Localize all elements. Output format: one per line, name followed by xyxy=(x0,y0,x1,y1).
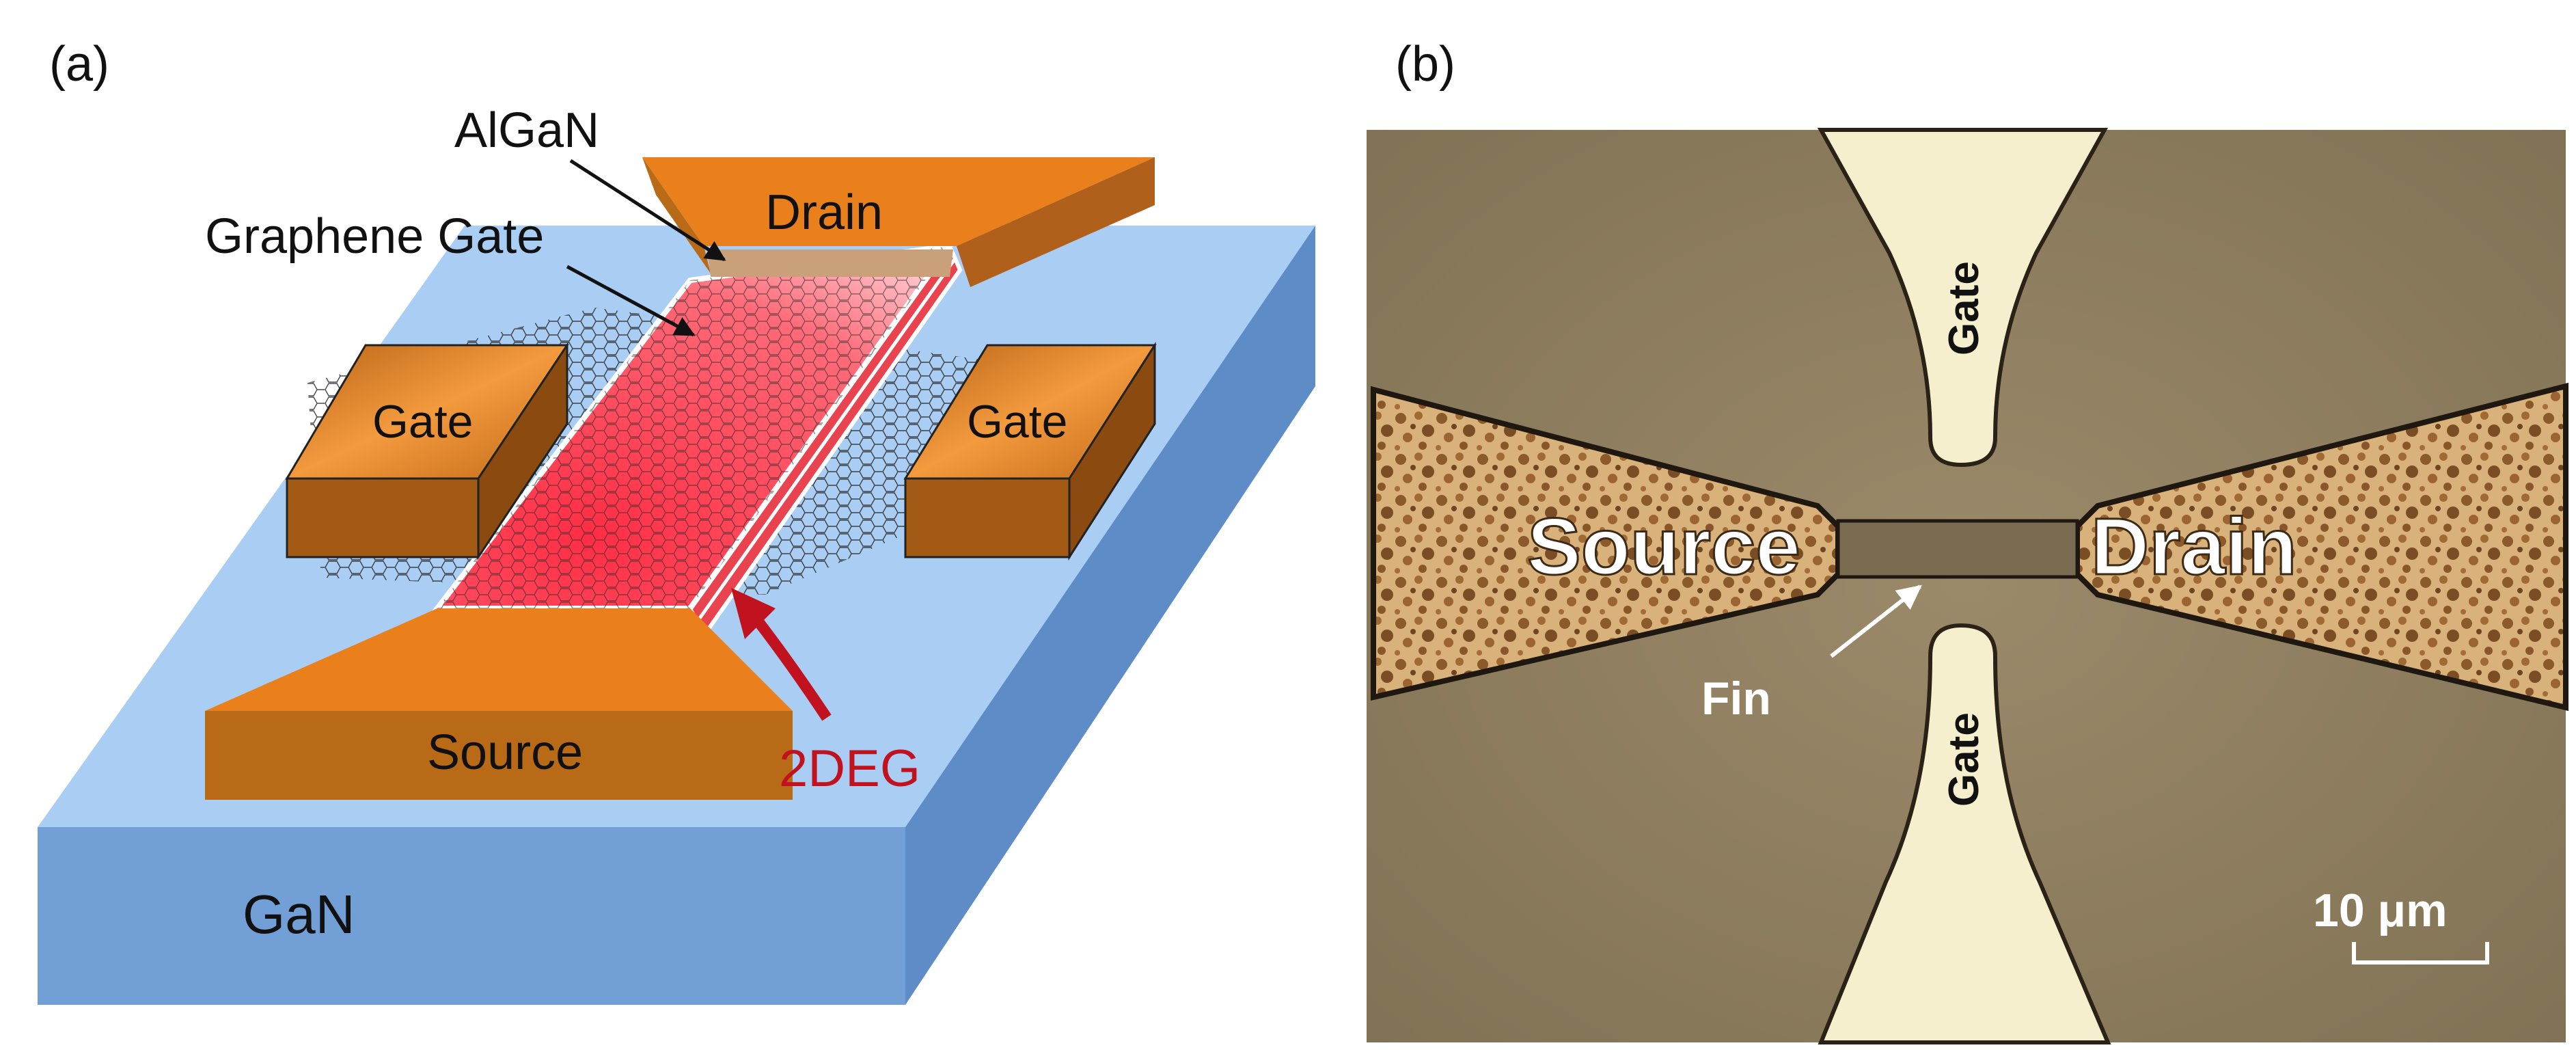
drain-front xyxy=(642,157,711,273)
drain-right-side xyxy=(957,157,1155,287)
algan-label: AlGaN xyxy=(454,103,599,158)
panel-b-label: (b) xyxy=(1395,37,1455,92)
drain-contact-a xyxy=(642,157,1155,287)
gate-left-label-a: Gate xyxy=(372,396,473,448)
gate-bottom-electrode xyxy=(1818,623,2111,1044)
substrate-front xyxy=(38,827,905,1005)
gate-right-block xyxy=(903,341,1157,561)
gan-label: GaN xyxy=(243,884,355,945)
gate-bottom-label: Gate xyxy=(1941,712,1988,807)
gate-top-label: Gate xyxy=(1941,261,1988,355)
twodeg-arrowhead xyxy=(731,588,776,639)
drain-label-b: Drain xyxy=(2091,502,2297,592)
twodeg-label: 2DEG xyxy=(779,740,920,798)
source-label-a: Source xyxy=(427,725,583,780)
source-contact-a xyxy=(205,608,793,800)
scale-bar-label: 10 μm xyxy=(2313,885,2448,936)
gate-left-block xyxy=(285,342,569,561)
fin-channel xyxy=(1836,519,2079,579)
fin-label: Fin xyxy=(1701,673,1771,725)
gate-left-side xyxy=(477,342,568,561)
source-top xyxy=(205,608,793,711)
gate-right-side xyxy=(1068,341,1156,561)
algan-pointer xyxy=(569,159,726,262)
drain-label-a: Drain xyxy=(765,185,883,240)
scale-bar xyxy=(2352,942,2489,965)
panel-b: (b) Gate Gate Source Drain Fin 10 μm xyxy=(1367,37,2568,1044)
gate-right-front xyxy=(904,477,1071,558)
source-front xyxy=(205,711,793,800)
algan-strip xyxy=(707,249,953,277)
gate-right-label-a: Gate xyxy=(967,396,1067,448)
twodeg-layer-line xyxy=(695,257,957,623)
channel-fin xyxy=(431,241,963,640)
fin-graphene-overlay xyxy=(437,246,950,608)
graphene-gate-label: Graphene Gate xyxy=(205,209,544,264)
panel-a-label: (a) xyxy=(49,37,109,92)
substrate-right-side xyxy=(905,226,1315,1005)
graphene-gate-pointer xyxy=(566,265,696,337)
gate-top-electrode xyxy=(1817,128,2109,468)
drain-top xyxy=(642,157,1155,246)
panel-a: (a) GaN Drain Source xyxy=(38,37,1315,1005)
gate-left-front xyxy=(286,477,480,558)
fin-pointer xyxy=(1830,584,1922,658)
source-label-b: Source xyxy=(1527,502,1800,592)
